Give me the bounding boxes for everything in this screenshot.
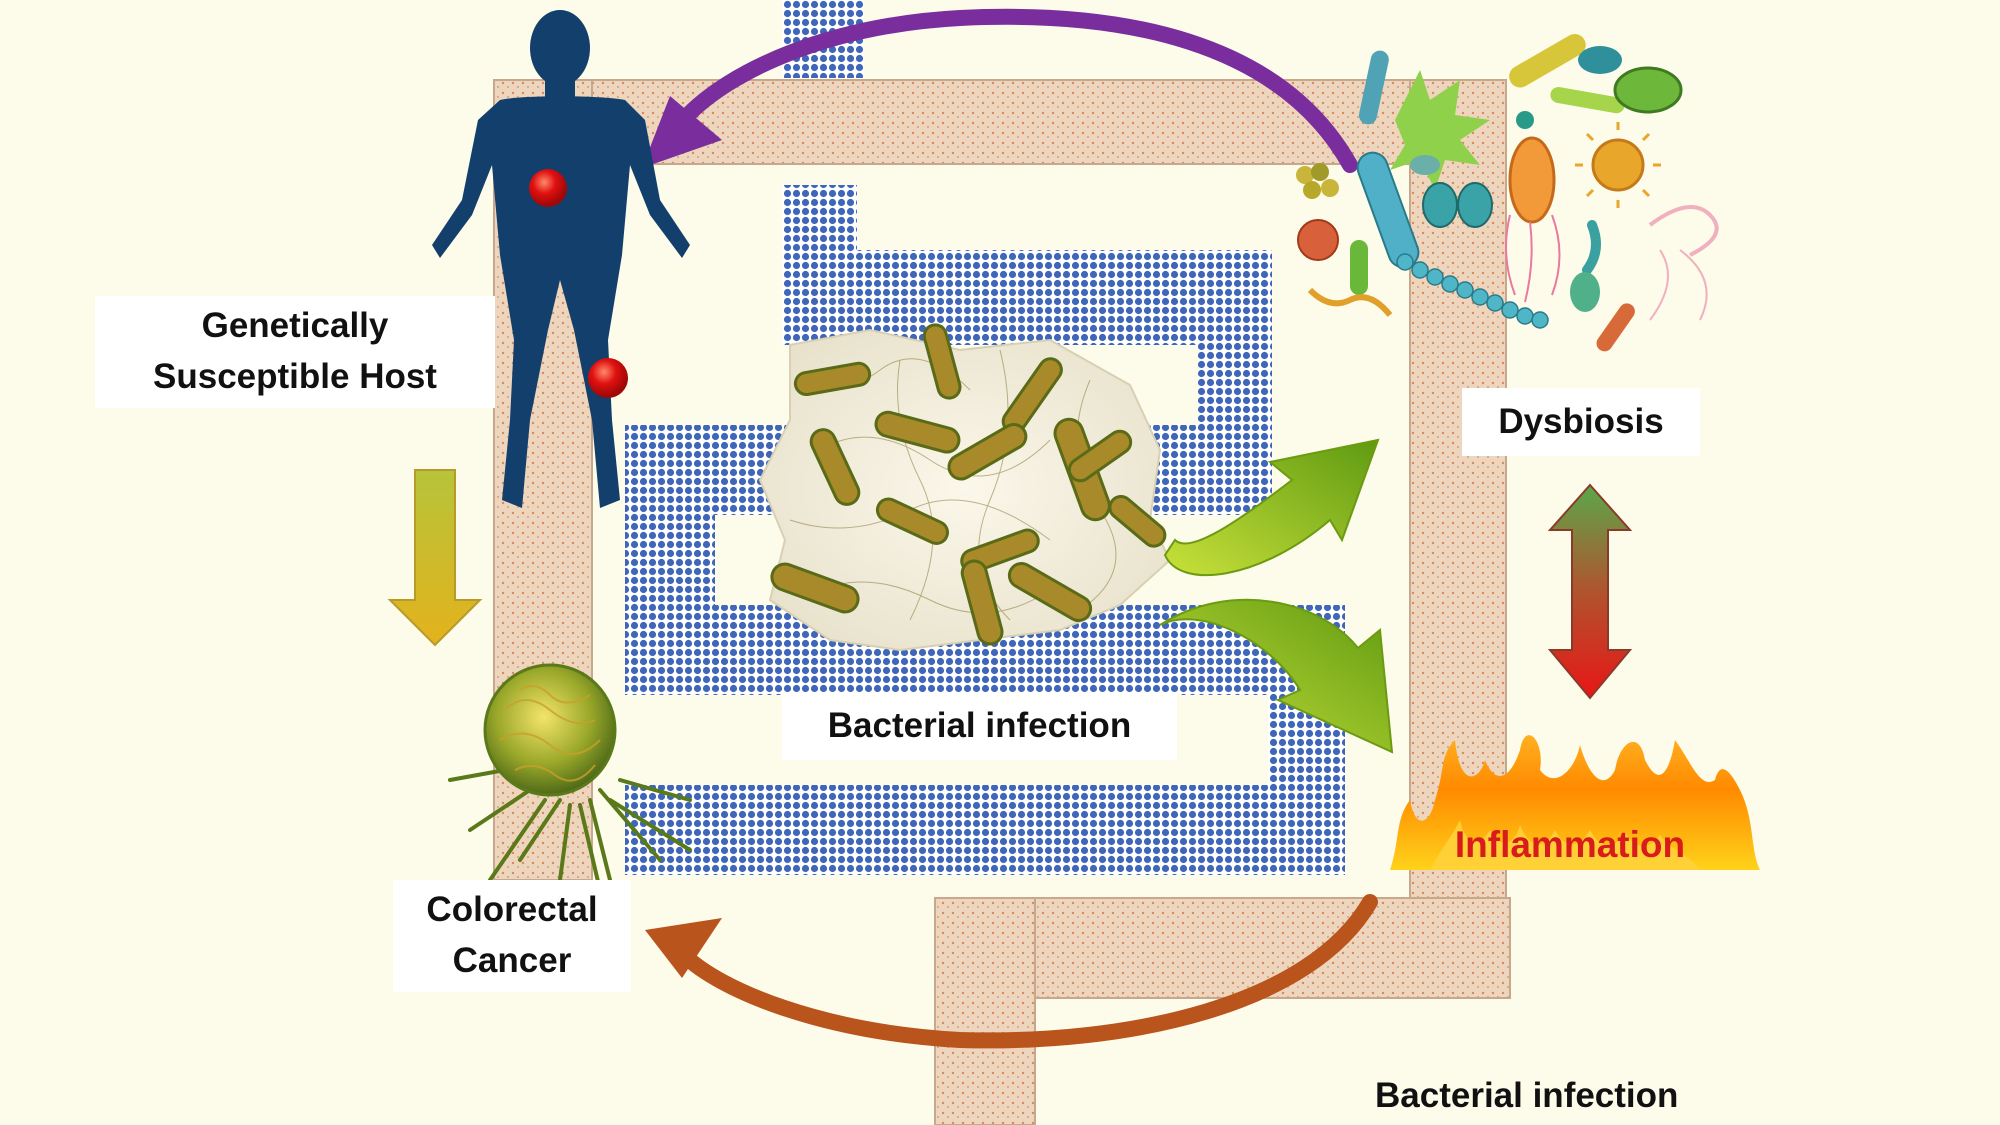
- bacteria-cluster-icon: [758, 323, 1172, 652]
- double-arrow: [1547, 483, 1633, 700]
- label-bacterial-infection-center: Bacterial infection: [782, 692, 1177, 760]
- green-arrow-to-inflammation: [1159, 598, 1394, 754]
- purple-curved-arrow: [642, 8, 1358, 173]
- host-label-line2: Susceptible Host: [153, 357, 437, 396]
- human-silhouette-icon: [432, 10, 690, 508]
- fire-icon: [1390, 735, 1760, 870]
- cancer-label-line2: Cancer: [452, 941, 572, 980]
- label-inflammation: Inflammation: [1454, 824, 1686, 866]
- green-arrow-to-dysbiosis: [1163, 438, 1380, 577]
- label-dysbiosis: Dysbiosis: [1462, 388, 1700, 456]
- down-arrow: [387, 469, 483, 647]
- host-label-line1: Genetically: [201, 306, 389, 346]
- label-colorectal-cancer: Colorectal Cancer: [393, 880, 631, 992]
- label-genetically-susceptible-host: Genetically Susceptible Host: [95, 296, 495, 408]
- cancer-label-line1: Colorectal: [426, 890, 598, 930]
- cancer-cell-icon: [448, 663, 692, 892]
- brown-curved-arrow: [645, 894, 1378, 1049]
- microbes-icon: [1296, 34, 1719, 352]
- label-bacterial-infection-bottom: Bacterial infection: [1375, 1076, 1679, 1116]
